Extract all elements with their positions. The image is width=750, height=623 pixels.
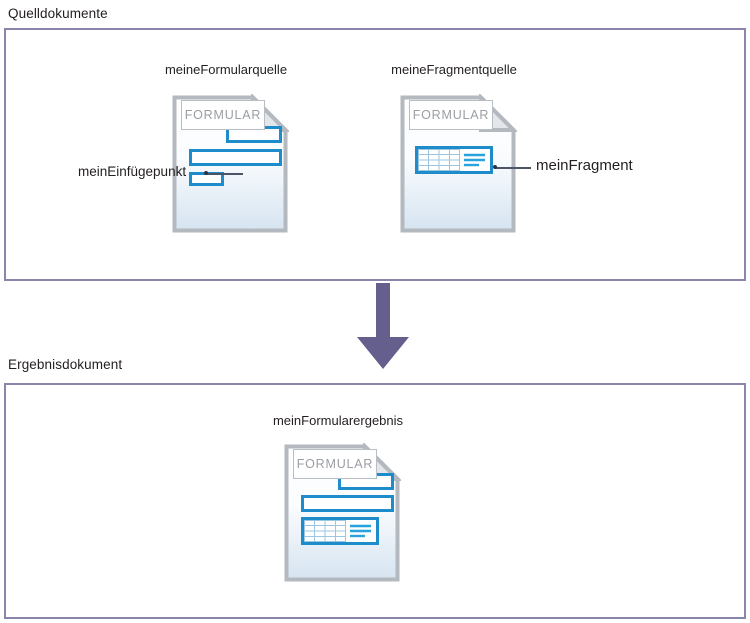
doc-title-form-result: meinFormularergebnis [272, 413, 404, 428]
doc-title-form-source: meineFormularquelle [164, 62, 288, 77]
result-document-frame: meinFormularergebnis [4, 383, 746, 619]
callout-label-fragment: meinFragment [536, 157, 633, 174]
content-bar-middle [189, 149, 282, 166]
document-icon-form-result: FORMULAR [283, 443, 401, 583]
callout-dot-fragment [493, 165, 497, 169]
flow-arrow-down-icon [352, 283, 414, 369]
formular-badge: FORMULAR [409, 100, 493, 130]
fragment-table-icon [418, 149, 460, 171]
formular-badge: FORMULAR [293, 449, 377, 479]
section-caption-source: Quelldokumente [8, 6, 108, 21]
document-icon-form-source: FORMULAR [171, 94, 289, 234]
source-documents-frame: meineFormularquelle FORMULAR meinEinfüg [4, 28, 746, 281]
content-bar-middle [301, 495, 394, 512]
fragment-block [415, 146, 493, 174]
fragment-text-lines [460, 149, 490, 171]
fragment-text-lines [346, 520, 376, 542]
fragment-table-icon [304, 520, 346, 542]
document-icon-fragment-source: FORMULAR [399, 94, 517, 234]
doc-title-fragment-source: meineFragmentquelle [391, 62, 517, 77]
formular-badge: FORMULAR [181, 100, 265, 130]
callout-label-insertion-point: meinEinfügepunkt [78, 164, 187, 179]
section-caption-result: Ergebnisdokument [8, 357, 123, 372]
callout-leader-fragment [495, 167, 531, 169]
callout-leader-insertion-point [206, 173, 243, 175]
fragment-block-merged [301, 517, 379, 545]
callout-dot-insertion-point [204, 171, 208, 175]
